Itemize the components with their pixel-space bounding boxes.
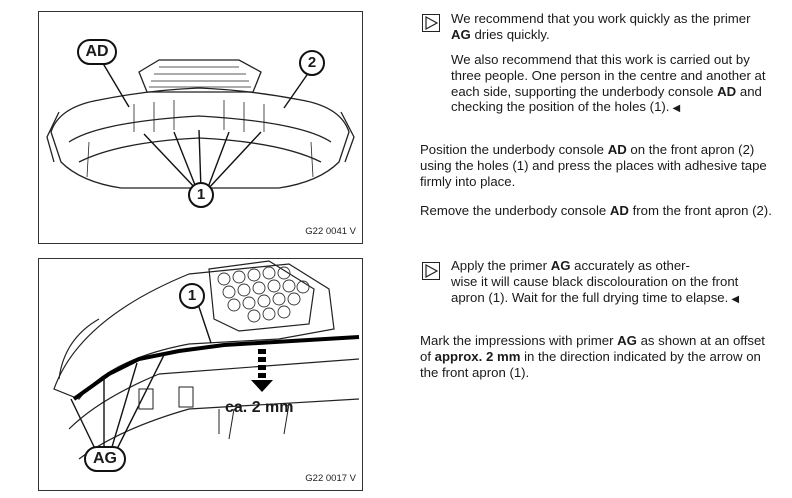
note-triangle-icon xyxy=(422,14,440,32)
figure-code: G22 0017 V xyxy=(305,473,356,484)
part-ad: AD xyxy=(607,142,627,157)
figure-code: G22 0041 V xyxy=(305,226,356,237)
text: Mark the impressions with primer xyxy=(420,333,618,348)
label-holes-1: 1 xyxy=(188,182,214,208)
text: from the front apron (2). xyxy=(628,203,772,218)
label-ag: AG xyxy=(84,446,126,472)
underbody-console-drawing xyxy=(46,59,355,191)
offset-annotation: ca. 2 mm xyxy=(225,399,294,416)
part-ag: AG xyxy=(451,26,471,42)
note-1-paragraph-1: We recommend that you work quickly as th… xyxy=(451,11,769,43)
text: Apply the primer xyxy=(451,258,551,273)
label-ad: AD xyxy=(77,39,117,65)
offset-value: approx. 2 mm xyxy=(434,348,521,364)
text: in the direction indicated by the arrow … xyxy=(420,348,761,380)
part-ad: AD xyxy=(717,83,737,99)
note-1-paragraph-2: We also recommend that this work is carr… xyxy=(451,52,769,117)
label-apron-2: 2 xyxy=(299,50,325,76)
part-ad: AD xyxy=(609,203,629,218)
label-apron-1: 1 xyxy=(179,283,205,309)
text: and checking the position of the holes (… xyxy=(451,83,762,115)
note-triangle-icon xyxy=(422,262,440,280)
end-marker-icon: ◀ xyxy=(731,293,740,305)
end-marker-icon: ◀ xyxy=(672,103,681,115)
text: We also recommend that this work is carr… xyxy=(451,52,766,99)
text: Remove the underbody console xyxy=(420,203,610,218)
figure-front-apron: 1 ca. 2 mm AG G22 0017 V xyxy=(38,258,363,491)
text: on the front apron (2) using the holes (… xyxy=(420,142,767,189)
position-paragraph: Position the underbody console AD on the… xyxy=(420,142,772,189)
part-ag: AG xyxy=(617,333,637,348)
text: wise it will cause black discolouration … xyxy=(451,273,739,305)
text: accurately as other- xyxy=(570,258,690,273)
text: as shown at an offset of xyxy=(420,333,765,364)
text: dries quickly. xyxy=(470,26,550,42)
part-ag: AG xyxy=(550,258,571,273)
note-2-paragraph: Apply the primer AG accurately as other-… xyxy=(451,258,769,307)
text: We recommend that you work quickly as th… xyxy=(451,11,751,26)
front-apron-drawing xyxy=(53,260,360,460)
text: Position the underbody console xyxy=(420,142,608,157)
figure-underbody-console: AD 2 1 G22 0041 V xyxy=(38,11,363,244)
remove-paragraph: Remove the underbody console AD from the… xyxy=(420,203,772,219)
mark-paragraph: Mark the impressions with primer AG as s… xyxy=(420,333,772,380)
